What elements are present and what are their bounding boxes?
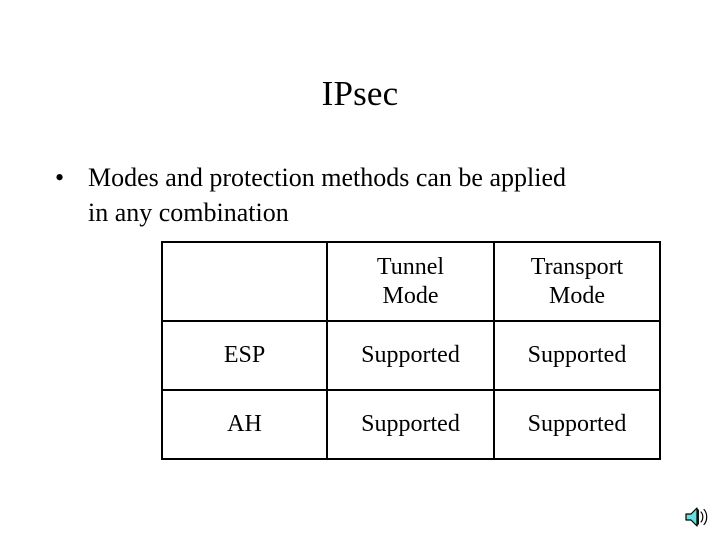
table-row: AH Supported Supported <box>161 389 661 460</box>
cell-ah-tunnel: Supported <box>326 389 495 460</box>
ipsec-modes-table: Tunnel Mode Transport Mode ESP Supported… <box>161 241 661 460</box>
row-label-esp: ESP <box>161 320 328 391</box>
header-tunnel-line-1: Tunnel <box>376 253 445 280</box>
bullet-dot-icon: • <box>55 163 65 192</box>
bullet-item-text: Modes and protection methods can be appl… <box>88 163 566 227</box>
cell-esp-tunnel: Supported <box>326 320 495 391</box>
table-row: ESP Supported Supported <box>161 320 661 391</box>
page-title: IPsec <box>321 74 399 113</box>
row-label-ah: AH <box>161 389 328 460</box>
header-cell-transport-mode: Transport Mode <box>493 241 661 322</box>
header-cell-empty <box>161 241 328 322</box>
header-transport-line-2: Mode <box>549 282 605 309</box>
list-item: • Modes and protection methods can be ap… <box>52 160 612 230</box>
cell-ah-transport: Supported <box>493 389 661 460</box>
header-cell-tunnel-mode: Tunnel Mode <box>326 241 495 322</box>
cell-esp-transport: Supported <box>493 320 661 391</box>
header-transport-line-1: Transport <box>530 253 624 280</box>
header-tunnel-line-2: Mode <box>382 282 439 309</box>
speaker-icon[interactable] <box>684 505 710 529</box>
bullet-list: • Modes and protection methods can be ap… <box>52 160 612 230</box>
table-header-row: Tunnel Mode Transport Mode <box>161 241 661 322</box>
